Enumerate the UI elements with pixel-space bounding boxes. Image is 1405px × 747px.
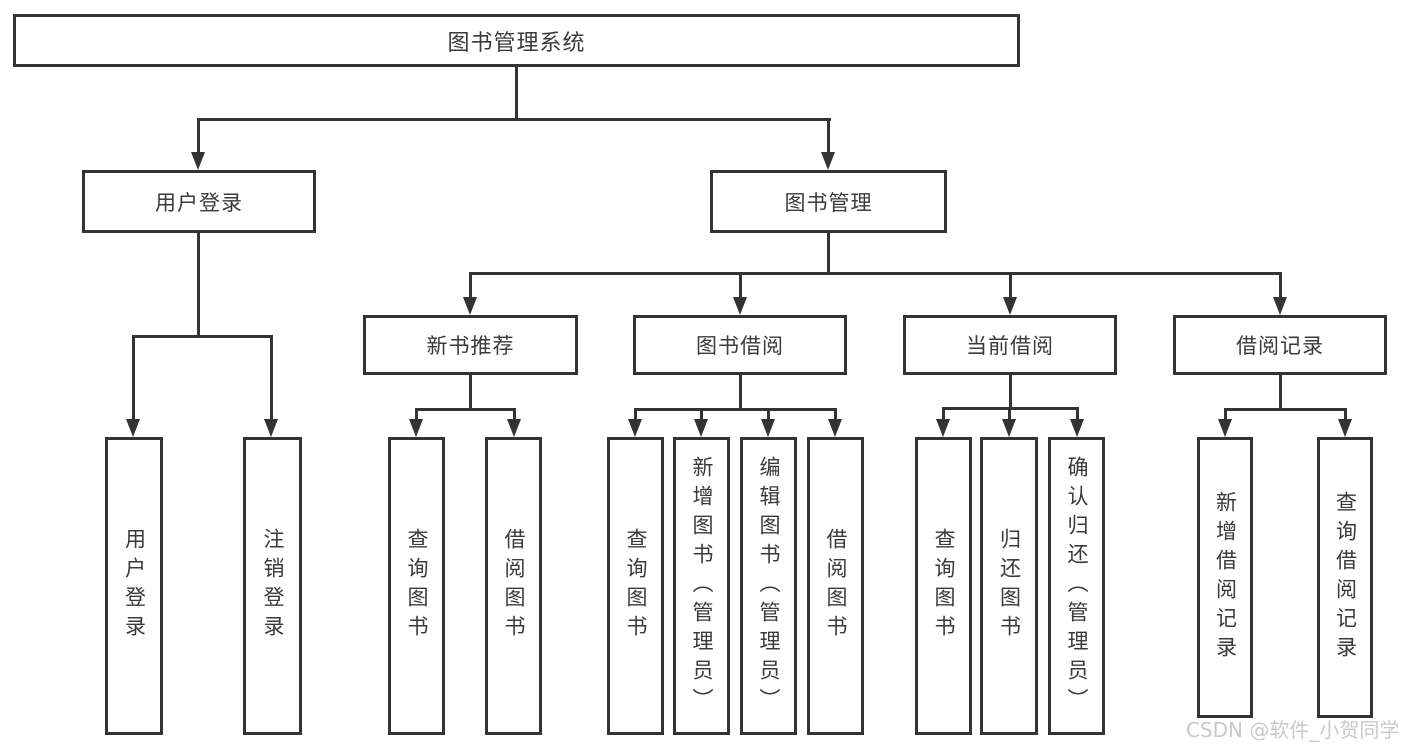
connector-vline	[767, 408, 770, 419]
connector-vline	[634, 408, 637, 419]
arrow-down-icon	[1003, 297, 1017, 315]
node-add-books-admin: 新增图书（管理员）	[673, 437, 730, 735]
node-search-borrow-record: 查询借阅记录	[1317, 437, 1373, 718]
connector-vline	[197, 233, 200, 335]
arrow-down-icon	[1070, 419, 1084, 437]
node-label: 新增借阅记录	[1213, 490, 1238, 665]
node-return-books: 归还图书	[980, 437, 1038, 735]
node-borrow-books-1: 借阅图书	[485, 437, 542, 735]
node-label: 归还图书	[997, 528, 1022, 644]
node-label: 图书管理	[784, 190, 873, 215]
connector-vline	[1009, 375, 1012, 407]
node-book-borrowing: 图书借阅	[633, 315, 847, 375]
node-label: 借阅记录	[1236, 334, 1324, 358]
connector-vline	[827, 118, 830, 154]
node-user-login-leaf: 用户登录	[105, 437, 163, 735]
connector-vline	[827, 233, 830, 272]
connector-vline	[197, 118, 200, 154]
connector-vline	[515, 67, 518, 118]
connector-vline	[1279, 272, 1282, 297]
node-logout: 注销登录	[243, 437, 302, 735]
connector-vline	[834, 408, 837, 419]
node-borrowing-records: 借阅记录	[1173, 315, 1387, 375]
arrow-down-icon	[1002, 419, 1016, 437]
node-search-books-2: 查询图书	[607, 437, 664, 735]
connector-vline	[1076, 407, 1079, 419]
arrow-down-icon	[936, 419, 950, 437]
connector-vline	[270, 335, 273, 419]
node-label: 查询图书	[405, 528, 429, 644]
arrow-down-icon	[507, 419, 521, 437]
node-label: 查询借阅记录	[1333, 490, 1358, 665]
arrow-down-icon	[733, 297, 747, 315]
arrow-down-icon	[126, 419, 140, 437]
connector-vline	[1279, 375, 1282, 408]
node-label: 编辑图书（管理员）	[757, 455, 781, 717]
arrow-down-icon	[821, 152, 835, 170]
connector-vline	[739, 375, 742, 408]
connector-hline	[415, 408, 516, 411]
connector-vline	[1224, 408, 1227, 419]
node-label: 用户登录	[155, 190, 243, 215]
connector-vline	[469, 272, 472, 297]
node-label: 图书管理系统	[447, 30, 586, 56]
arrow-down-icon	[1338, 419, 1352, 437]
connector-hline	[132, 335, 273, 338]
node-library-management-system: 图书管理系统	[13, 14, 1020, 67]
node-label: 图书借阅	[696, 334, 784, 358]
node-borrow-books-2: 借阅图书	[807, 437, 864, 735]
connector-vline	[415, 408, 418, 419]
connector-hline	[634, 408, 837, 411]
connector-vline	[469, 375, 472, 408]
arrow-down-icon	[1218, 419, 1232, 437]
arrow-down-icon	[628, 419, 642, 437]
node-edit-books-admin: 编辑图书（管理员）	[740, 437, 797, 735]
node-label: 新增图书（管理员）	[690, 455, 714, 717]
arrow-down-icon	[463, 297, 477, 315]
node-add-borrow-record: 新增借阅记录	[1197, 437, 1253, 718]
csdn-watermark: CSDN @软件_小贺同学	[1186, 718, 1400, 742]
node-confirm-return-admin: 确认归还（管理员）	[1048, 437, 1105, 735]
node-book-management: 图书管理	[710, 170, 947, 233]
node-label: 当前借阅	[966, 334, 1054, 358]
node-label: 注销登录	[261, 528, 285, 644]
connector-vline	[513, 408, 516, 419]
node-label: 借阅图书	[502, 528, 526, 644]
node-current-borrowing: 当前借阅	[903, 315, 1117, 375]
node-search-books-3: 查询图书	[915, 437, 972, 735]
connector-hline	[1224, 408, 1346, 411]
arrow-down-icon	[1273, 297, 1287, 315]
arrow-down-icon	[264, 419, 278, 437]
node-label: 确认归还（管理员）	[1065, 455, 1089, 717]
connector-vline	[739, 272, 742, 297]
connector-vline	[700, 408, 703, 419]
connector-hline	[197, 118, 831, 121]
connector-hline	[469, 272, 1282, 275]
arrow-down-icon	[761, 419, 775, 437]
node-label: 用户登录	[122, 528, 147, 644]
arrow-down-icon	[191, 152, 205, 170]
connector-vline	[132, 335, 135, 419]
node-search-books-1: 查询图书	[388, 437, 445, 735]
connector-vline	[942, 407, 945, 419]
node-label: 查询图书	[624, 528, 648, 644]
node-label: 查询图书	[932, 528, 956, 644]
node-new-book-recommendation: 新书推荐	[363, 315, 578, 375]
connector-vline	[1344, 408, 1347, 419]
arrow-down-icon	[694, 419, 708, 437]
connector-vline	[1009, 272, 1012, 297]
connector-vline	[1008, 407, 1011, 419]
node-label: 借阅图书	[824, 528, 848, 644]
arrow-down-icon	[409, 419, 423, 437]
node-user-login: 用户登录	[82, 170, 316, 233]
arrow-down-icon	[828, 419, 842, 437]
node-label: 新书推荐	[426, 334, 515, 358]
